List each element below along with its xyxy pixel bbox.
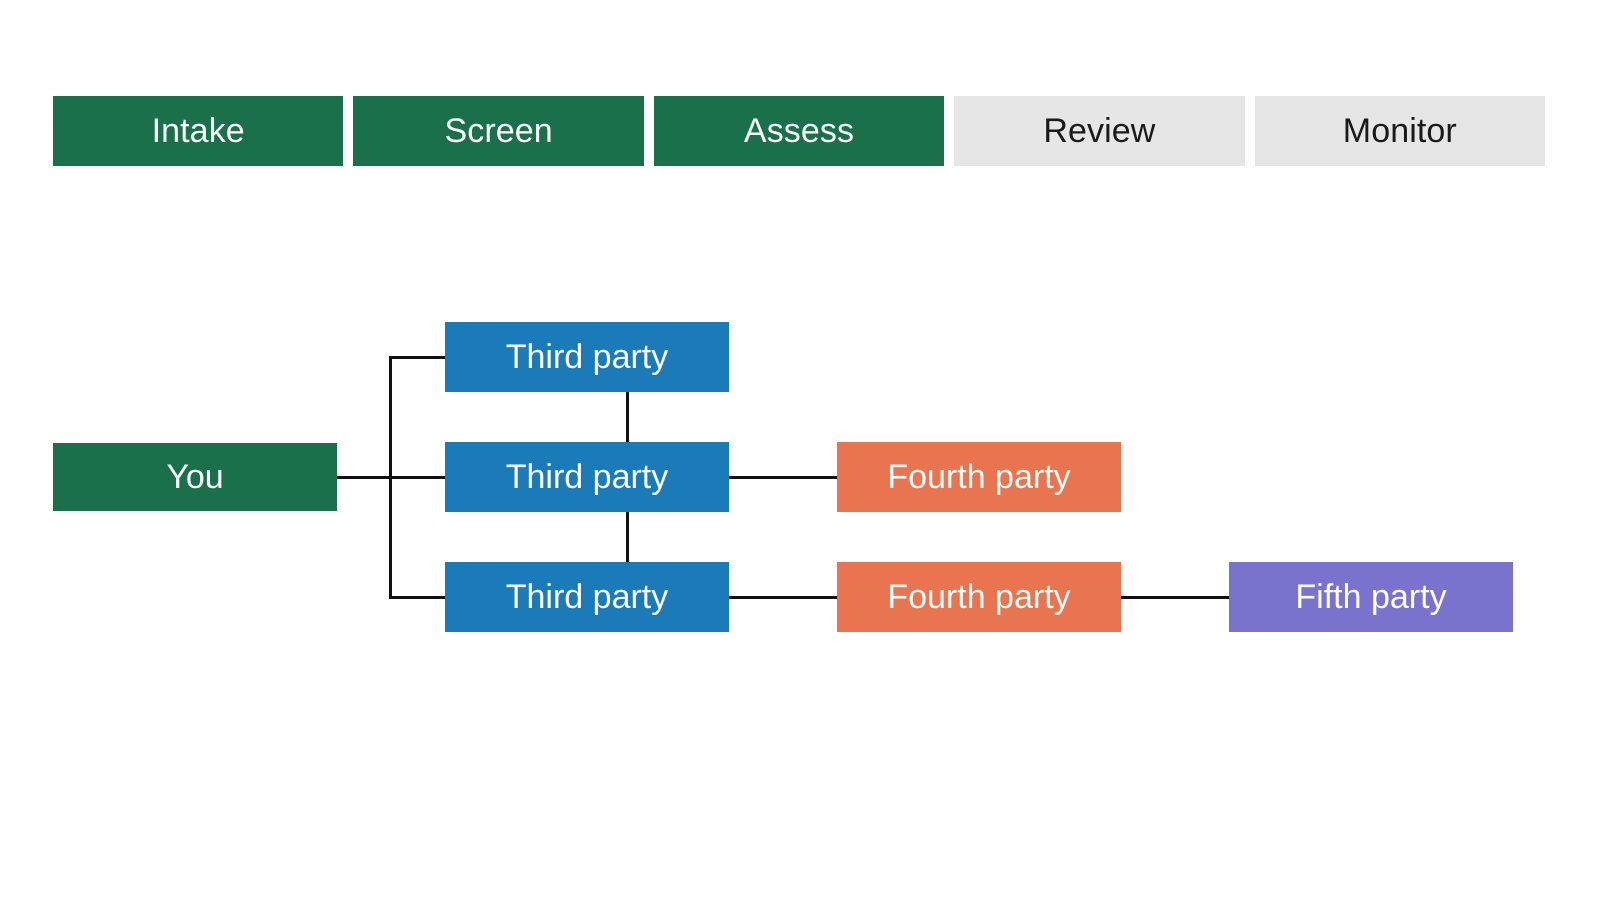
edge-third-party-1-to-2 <box>626 392 629 442</box>
node-third-party-3[interactable]: Third party <box>445 562 729 632</box>
node-label: Fifth party <box>1295 578 1447 616</box>
node-fifth-party-1[interactable]: Fifth party <box>1229 562 1513 632</box>
edge-bus-to-third-party-3 <box>389 596 445 599</box>
node-third-party-2[interactable]: Third party <box>445 442 729 512</box>
node-you[interactable]: You <box>53 443 337 511</box>
node-label: Fourth party <box>887 578 1071 616</box>
edge-fourth-party-2-to-fifth-party-1 <box>1121 596 1229 599</box>
edge-third-party-3-to-fourth-party-2 <box>729 596 837 599</box>
edge-third-party-2-to-3 <box>626 512 629 562</box>
edge-you-to-bus <box>337 476 397 479</box>
node-label: Third party <box>505 458 669 496</box>
node-third-party-1[interactable]: Third party <box>445 322 729 392</box>
stage-label: Review <box>1043 112 1156 150</box>
node-label: Third party <box>505 578 669 616</box>
node-fourth-party-1[interactable]: Fourth party <box>837 442 1121 512</box>
node-label: Fourth party <box>887 458 1071 496</box>
stage-chip-assess[interactable]: Assess <box>653 96 945 166</box>
stage-chip-screen[interactable]: Screen <box>353 96 644 166</box>
stage-label: Intake <box>151 112 245 150</box>
stage-label: Assess <box>743 112 855 150</box>
edge-bus-to-third-party-2 <box>389 476 445 479</box>
node-label: You <box>166 458 224 496</box>
edge-third-party-2-to-fourth-party-1 <box>729 476 837 479</box>
stage-label: Monitor <box>1342 112 1457 150</box>
stage-chip-review[interactable]: Review <box>954 96 1245 166</box>
workflow-stage-bar: Intake Screen Assess Review Monitor <box>53 96 1546 166</box>
stage-chip-monitor[interactable]: Monitor <box>1254 96 1546 166</box>
edge-bus-to-third-party-1 <box>389 356 445 359</box>
node-fourth-party-2[interactable]: Fourth party <box>837 562 1121 632</box>
stage-chip-intake[interactable]: Intake <box>53 96 344 166</box>
node-label: Third party <box>505 338 669 376</box>
stage-label: Screen <box>444 112 553 150</box>
